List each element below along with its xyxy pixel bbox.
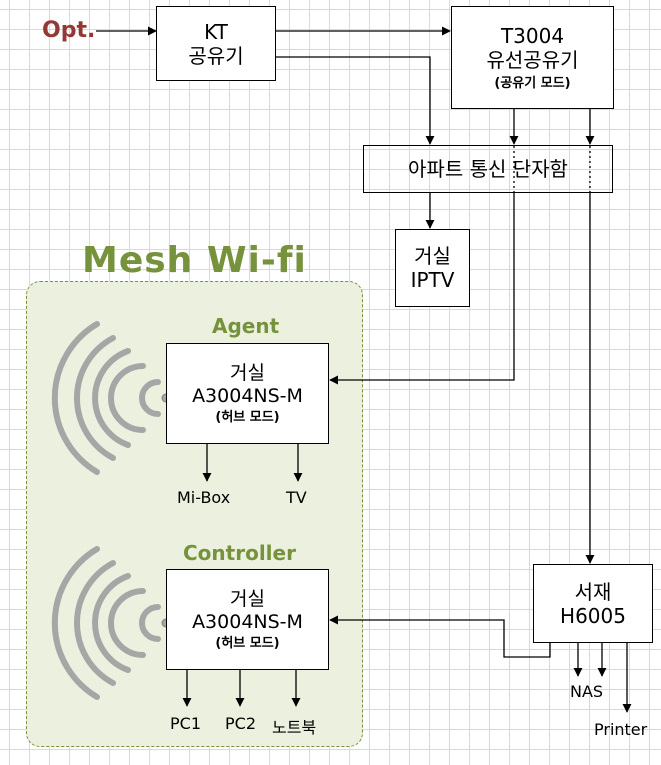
study-line1: 서재 bbox=[574, 579, 612, 604]
iptv-box: 거실 IPTV bbox=[395, 229, 470, 307]
controller-mode: (허브 모드) bbox=[215, 635, 280, 651]
line-terminal-to-agent bbox=[329, 193, 515, 385]
device-tv: TV bbox=[286, 488, 307, 507]
opt-label: Opt. bbox=[42, 18, 96, 43]
terminal-box-label: 아파트 통신 단자함 bbox=[408, 157, 568, 181]
controller-title: Controller bbox=[183, 541, 296, 565]
agent-line2: A3004NS-M bbox=[192, 384, 303, 407]
wifi-waves-agent-icon bbox=[51, 321, 161, 475]
agent-mode: (허브 모드) bbox=[215, 409, 280, 425]
device-nas: NAS bbox=[570, 682, 604, 701]
device-notebook: 노트북 bbox=[272, 718, 317, 737]
t3004-line1: T3004 bbox=[500, 23, 565, 48]
device-printer: Printer bbox=[594, 720, 648, 739]
iptv-line2: IPTV bbox=[410, 268, 455, 292]
device-pc2: PC2 bbox=[225, 714, 256, 733]
kt-router-line2: 공유기 bbox=[188, 43, 244, 68]
agent-line1: 거실 bbox=[230, 361, 265, 384]
line-study-to-controller bbox=[329, 615, 551, 658]
controller-line1: 거실 bbox=[230, 587, 265, 610]
iptv-line1: 거실 bbox=[414, 244, 451, 268]
controller-hub-box: 거실 A3004NS-M (허브 모드) bbox=[166, 569, 329, 670]
t3004-line2: 유선공유기 bbox=[486, 47, 579, 72]
mesh-wifi-title: Mesh Wi-fi bbox=[82, 240, 307, 281]
wifi-waves-controller-icon bbox=[51, 546, 161, 700]
kt-router-box: KT 공유기 bbox=[156, 6, 276, 81]
line-kt-to-terminal bbox=[276, 56, 435, 145]
agent-title: Agent bbox=[212, 314, 280, 338]
device-mibox: Mi-Box bbox=[177, 488, 231, 507]
kt-router-line1: KT bbox=[204, 19, 228, 44]
controller-line2: A3004NS-M bbox=[192, 610, 303, 633]
study-line2: H6005 bbox=[560, 603, 626, 628]
t3004-router-box: T3004 유선공유기 (공유기 모드) bbox=[451, 6, 614, 109]
terminal-box: 아파트 통신 단자함 bbox=[363, 145, 613, 193]
device-pc1: PC1 bbox=[170, 714, 201, 733]
study-h6005-box: 서재 H6005 bbox=[533, 564, 653, 643]
t3004-mode: (공유기 모드) bbox=[494, 75, 571, 91]
agent-hub-box: 거실 A3004NS-M (허브 모드) bbox=[166, 343, 329, 444]
